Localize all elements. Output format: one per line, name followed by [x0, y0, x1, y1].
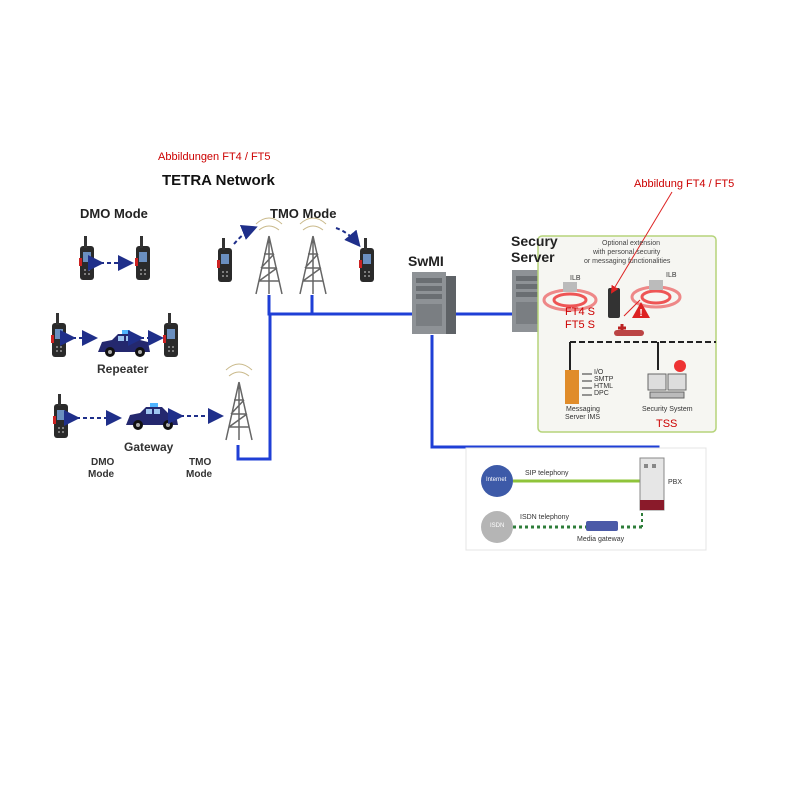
- radio-icon: [53, 394, 68, 438]
- swmi-label: SwMI: [408, 253, 444, 269]
- dmo-mode-label: DMO Mode: [80, 206, 148, 221]
- internet-globe-icon: [481, 465, 513, 497]
- media-gateway-icon: [586, 521, 618, 531]
- ilb-right-label: ILB: [666, 272, 677, 279]
- link-tower-trunk: [236, 295, 272, 461]
- protocol-html: HTML: [594, 383, 614, 390]
- protocol-dpc: DPC: [594, 390, 609, 397]
- telephony-panel: [465, 447, 707, 551]
- svg-text:!: !: [639, 308, 642, 319]
- security-system-icon: [647, 360, 687, 399]
- internet-label: Internet: [486, 477, 507, 483]
- tmo-mode-label: TMO Mode: [270, 206, 337, 221]
- messaging-server-icon: [565, 370, 579, 404]
- radio-icon: [135, 236, 150, 280]
- optional-extension-line2: with personal security: [593, 249, 661, 256]
- tower-icon: [255, 217, 283, 295]
- abbildungen-note: Abbildungen FT4 / FT5: [158, 151, 271, 163]
- tower-icon: [299, 217, 327, 295]
- messaging-server-label-line2: Server IMS: [565, 414, 601, 421]
- ft5-label: FT5 S: [565, 319, 595, 331]
- pbx-label: PBX: [668, 479, 683, 486]
- messaging-server-label-line1: Messaging: [566, 406, 600, 413]
- ft4-label: FT4 S: [565, 306, 595, 318]
- optional-extension-line1: Optional extension: [602, 240, 660, 247]
- police-car-icon: [126, 403, 178, 430]
- radio-icon: [163, 313, 178, 357]
- security-system-label: Security System: [642, 406, 693, 413]
- police-car-icon: [98, 330, 150, 357]
- security-server-label-line1: Secury: [511, 233, 558, 249]
- radio-icon: [79, 236, 94, 280]
- dmo-bottom-label-line1: DMO: [91, 457, 115, 468]
- tower-icon: [225, 363, 253, 441]
- dmo-bottom-label-line2: Mode: [88, 469, 115, 480]
- abbildung-note: Abbildung FT4 / FT5: [634, 178, 735, 190]
- network-title: TETRA Network: [162, 172, 275, 189]
- protocol-io: I/O: [594, 369, 604, 376]
- sip-telephony-label: SIP telephony: [525, 470, 569, 477]
- pbx-icon: [639, 457, 665, 511]
- media-gateway-label: Media gateway: [577, 536, 625, 543]
- swmi-server-icon: [412, 272, 456, 334]
- warning-icon: [632, 302, 650, 318]
- tmo-bottom-label-line1: TMO: [189, 457, 212, 468]
- isdn-circle-icon: [481, 511, 513, 543]
- isdn-telephony-label: ISDN telephony: [520, 514, 570, 521]
- tss-label: TSS: [656, 418, 678, 430]
- ilb-right-signal-icon: [630, 280, 682, 309]
- repeater-label: Repeater: [97, 362, 149, 376]
- optional-extension-line3: or messaging functionalities: [584, 258, 671, 265]
- radio-icon: [51, 313, 66, 357]
- ilb-left-label: ILB: [570, 275, 581, 282]
- protocol-smtp: SMTP: [594, 376, 614, 383]
- person-down-icon: [614, 330, 644, 336]
- tmo-bottom-label-line2: Mode: [186, 469, 213, 480]
- security-server-label-line2: Server: [511, 249, 555, 265]
- gateway-label: Gateway: [124, 440, 174, 454]
- radio-icon: [359, 238, 374, 282]
- handheld-icon: [608, 288, 620, 318]
- radio-icon: [217, 238, 232, 282]
- ilb-left-signal-icon: [542, 282, 598, 312]
- isdn-label: ISDN: [490, 523, 505, 529]
